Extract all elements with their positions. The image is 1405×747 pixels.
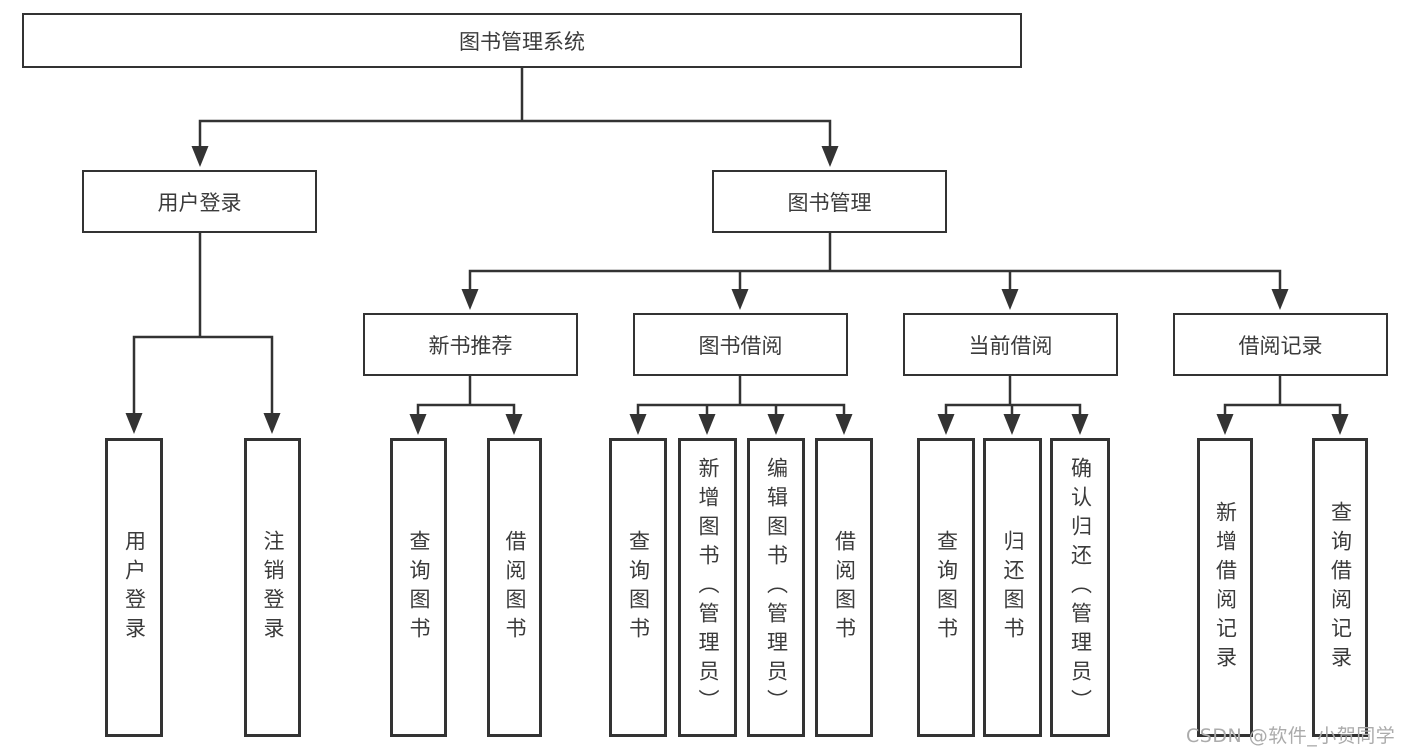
connector [1223, 403, 1342, 417]
connector [468, 269, 1282, 292]
arrowhead [505, 414, 523, 435]
arrowhead [1003, 414, 1021, 435]
node-library-management-system: 图书管理系统 [22, 13, 1022, 68]
leaf-query-books-current: 查询图书 [917, 438, 975, 737]
connector [636, 403, 846, 417]
arrowhead [937, 414, 955, 435]
arrowhead [821, 146, 839, 167]
node-book-management: 图书管理 [712, 170, 947, 233]
arrowhead [835, 414, 853, 435]
connector [132, 335, 274, 416]
node-book-borrowing: 图书借阅 [633, 313, 848, 376]
arrowhead [1216, 414, 1234, 435]
arrowhead [1001, 289, 1019, 310]
leaf-query-books-recommend: 查询图书 [390, 438, 447, 737]
arrowhead [1071, 414, 1089, 435]
leaf-query-borrow-record: 查询借阅记录 [1312, 438, 1368, 737]
leaf-add-books-admin: 新增图书（管理员） [678, 438, 737, 737]
node-user-login: 用户登录 [82, 170, 317, 233]
node-borrowing-records: 借阅记录 [1173, 313, 1388, 376]
node-label: 用户登录 [157, 190, 242, 215]
leaf-borrow-books-recommend: 借阅图书 [487, 438, 542, 737]
connector [198, 119, 832, 150]
leaf-query-books-borrow: 查询图书 [609, 438, 667, 737]
arrowhead [263, 413, 281, 434]
leaf-return-books: 归还图书 [983, 438, 1042, 737]
node-label: 查询图书 [407, 529, 431, 646]
arrowhead [767, 414, 785, 435]
leaf-borrow-books: 借阅图书 [815, 438, 873, 737]
connector [416, 403, 516, 417]
arrowhead [125, 413, 143, 434]
node-label: 图书管理系统 [459, 29, 585, 54]
node-label: 当前借阅 [968, 333, 1053, 358]
node-label: 用户登录 [122, 529, 147, 646]
arrowhead [629, 414, 647, 435]
node-label: 图书借阅 [698, 333, 783, 358]
node-label: 新增图书（管理员） [696, 457, 720, 718]
node-new-book-recommendation: 新书推荐 [363, 313, 578, 376]
leaf-add-borrow-record: 新增借阅记录 [1197, 438, 1253, 737]
node-label: 新书推荐 [428, 333, 513, 358]
node-label: 借阅图书 [503, 529, 527, 646]
node-label: 归还图书 [1001, 529, 1025, 646]
node-label: 查询图书 [934, 529, 959, 646]
arrowhead [1271, 289, 1289, 310]
node-label: 借阅图书 [832, 529, 857, 646]
node-label: 新增借阅记录 [1213, 500, 1238, 675]
watermark: CSDN @软件_小贺同学 [1186, 725, 1396, 747]
node-label: 图书管理 [787, 190, 872, 215]
arrowhead [191, 146, 209, 167]
arrowhead [731, 289, 749, 310]
leaf-edit-books-admin: 编辑图书（管理员） [747, 438, 805, 737]
arrowhead [461, 289, 479, 310]
node-label: 查询图书 [626, 529, 651, 646]
arrowhead [409, 414, 427, 435]
arrowhead [1331, 414, 1349, 435]
node-current-borrowing: 当前借阅 [903, 313, 1118, 376]
arrowhead [698, 414, 716, 435]
node-label: 注销登录 [261, 529, 285, 646]
leaf-confirm-return-admin: 确认归还（管理员） [1050, 438, 1110, 737]
node-label: 查询借阅记录 [1328, 500, 1353, 675]
node-label: 编辑图书（管理员） [764, 457, 789, 718]
leaf-logout: 注销登录 [244, 438, 301, 737]
leaf-user-login: 用户登录 [105, 438, 163, 737]
node-label: 确认归还（管理员） [1068, 457, 1093, 718]
node-label: 借阅记录 [1238, 333, 1323, 358]
